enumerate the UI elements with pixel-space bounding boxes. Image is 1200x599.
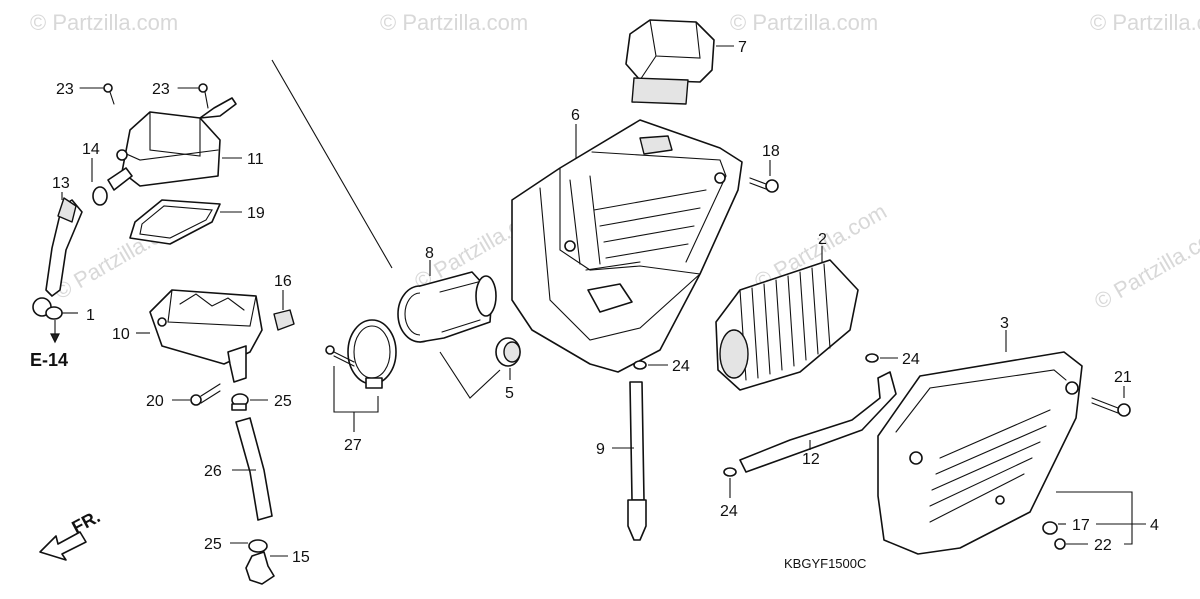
breather-housing-11 [107,97,242,191]
front-arrow [39,531,87,561]
callout-label: 4 [1150,517,1159,534]
callout-label: 3 [1000,315,1009,332]
cover-3 [877,330,1083,555]
air-cleaner-case-6 [511,119,743,373]
screw-22 [1054,538,1088,550]
clip-1 [32,297,78,344]
callout-label: 25 [204,536,222,553]
breather-housing-10 [136,289,263,383]
callout-label: 13 [52,175,70,192]
callout-label: 24 [902,351,920,368]
clip-24-right [865,353,898,363]
bolt-18 [749,160,779,193]
callout-label: 22 [1094,537,1112,554]
watermark: © Partzilla.com [1090,219,1200,315]
direction-label: FR. [68,506,103,537]
callout-label: 27 [344,437,362,454]
callout-label: 23 [56,81,74,98]
reference-label: E-14 [30,350,68,370]
band-27 [325,319,397,432]
watermark: © Partzilla.com [380,10,528,35]
callout-label: 21 [1114,369,1132,386]
clip-24-center [633,360,668,370]
plug-15 [245,551,288,585]
drain-tube-9 [612,381,647,541]
callout-label: 9 [596,441,605,458]
callout-label: 17 [1072,517,1090,534]
callout-label: 20 [146,393,164,410]
callout-label: 24 [672,358,690,375]
leader-line [1056,491,1133,545]
callout-label: 12 [802,451,820,468]
callout-label: 7 [738,39,747,56]
callout-label: 18 [762,143,780,160]
callout-label: 15 [292,549,310,566]
callout-label: 16 [274,273,292,290]
callout-labels: 1 2 3 4 5 6 7 8 9 10 11 12 13 14 15 16 1… [52,39,1159,566]
breather-tube-13 [45,192,83,297]
watermark: © Partzilla.com [730,10,878,35]
callout-label: 8 [425,245,434,262]
callout-label: 25 [274,393,292,410]
clamp-25-lower [230,539,268,553]
intake-duct-7 [625,19,734,105]
callout-label: 24 [720,503,738,520]
leader-line [271,59,393,269]
clip-24-lower [723,467,737,498]
screw-23-right [177,83,209,109]
callout-label: 6 [571,107,580,124]
screw-23-left [79,83,115,105]
callout-label: 23 [152,81,170,98]
clamp-25-upper [231,393,268,411]
plate-16 [273,290,295,331]
connecting-tube-8 [397,260,497,343]
callout-label: 5 [505,385,514,402]
watermark: © Partzilla.com [30,10,178,35]
callout-label: 26 [204,463,222,480]
grommet-5 [495,337,521,380]
tube-12 [739,371,897,473]
callout-label: 2 [818,231,827,248]
gasket-19 [129,199,242,245]
bolt-20 [172,383,221,406]
bolt-21 [1091,386,1131,417]
callout-label: 1 [86,307,95,324]
callout-label: 11 [247,151,264,168]
watermark: © Partzilla.com [1090,10,1200,35]
clip-14 [91,158,108,206]
grommet-17 [1042,521,1066,535]
diagram-code: KBGYF1500C [784,556,866,571]
callout-label: 14 [82,141,100,158]
element-2 [715,246,859,391]
leader-line [439,351,501,399]
callout-label: 10 [112,326,130,343]
callout-label: 19 [247,205,265,222]
drain-tube-26 [232,417,273,521]
